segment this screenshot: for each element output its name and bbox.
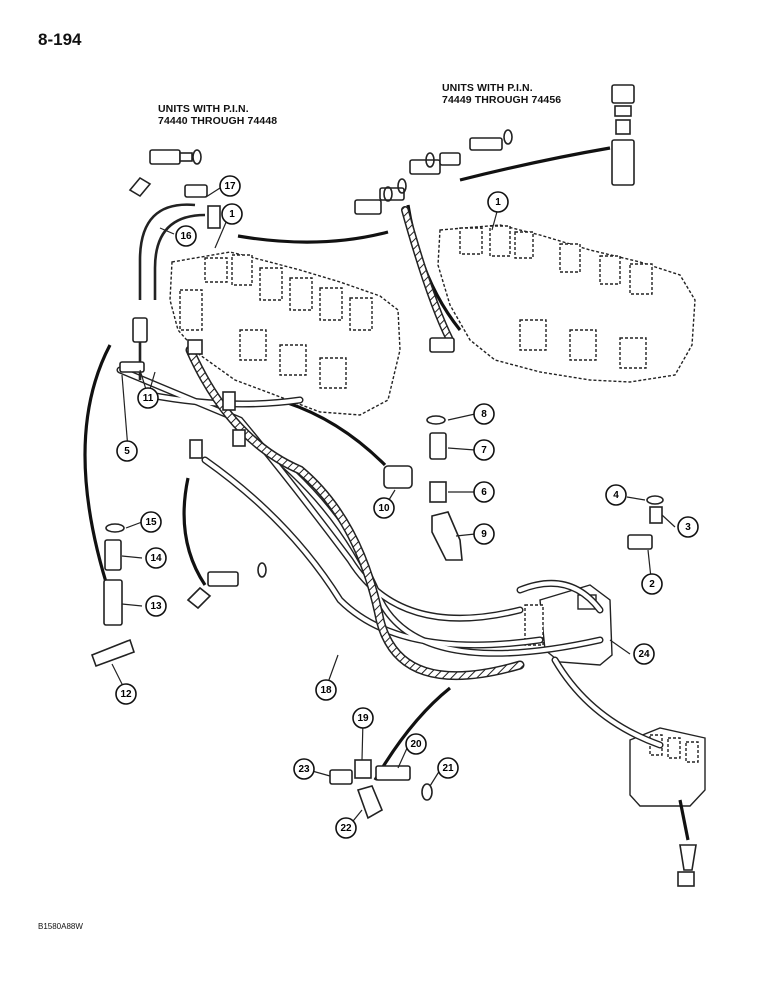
callout-number: 14 (150, 553, 162, 564)
o-rings (105, 152, 664, 801)
callout-13: 13 (145, 595, 167, 617)
callout-8: 8 (473, 403, 495, 425)
callout-22: 22 (335, 817, 357, 839)
callout-circle (437, 757, 459, 779)
callout-number: 4 (613, 490, 619, 501)
callout-number: 8 (481, 409, 487, 420)
callout-circle (140, 511, 162, 533)
callout-number: 2 (649, 579, 655, 590)
callout-7: 7 (473, 439, 495, 461)
callout-24: 24 (633, 643, 655, 665)
callout-circle (473, 481, 495, 503)
callout-number: 1 (229, 209, 235, 220)
callout-circle (145, 547, 167, 569)
callout-20: 20 (405, 733, 427, 755)
units-label-right-line1: UNITS WITH P.I.N. (442, 82, 533, 94)
callout-17: 17 (219, 175, 241, 197)
callout-5: 5 (116, 440, 138, 462)
callout-circle (115, 683, 137, 705)
callout-number: 19 (357, 713, 369, 724)
callout-number: 10 (378, 503, 390, 514)
callout-number: 5 (124, 446, 130, 457)
drawing-code: B1580A88W (38, 922, 83, 931)
callout-number: 12 (120, 689, 132, 700)
callout-1: 1 (487, 191, 509, 213)
callout-circle (335, 817, 357, 839)
callout-18: 18 (315, 679, 337, 701)
callout-circle (473, 523, 495, 545)
callout-number: 3 (685, 522, 691, 533)
callout-number: 18 (320, 685, 332, 696)
callout-circle (293, 758, 315, 780)
callout-circle (221, 203, 243, 225)
callout-9: 9 (473, 523, 495, 545)
callout-10: 10 (373, 497, 395, 519)
callout-number: 17 (224, 181, 236, 192)
callout-11: 11 (137, 387, 159, 409)
callout-number: 7 (481, 445, 487, 456)
callout-number: 9 (481, 529, 487, 540)
callout-circle (373, 497, 395, 519)
callout-number: 13 (150, 601, 162, 612)
callout-number: 1 (495, 197, 501, 208)
callout-6: 6 (473, 481, 495, 503)
callout-circle (137, 387, 159, 409)
control-valve-right (437, 224, 696, 383)
callout-number: 11 (143, 393, 154, 404)
callout-2: 2 (641, 573, 663, 595)
callout-14: 14 (145, 547, 167, 569)
units-label-left-line1: UNITS WITH P.I.N. (158, 103, 249, 115)
callout-number: 20 (410, 739, 422, 750)
callout-number: 6 (481, 487, 487, 498)
callout-number: 23 (298, 764, 310, 775)
callout-circle (315, 679, 337, 701)
valve-block-lower-right (629, 727, 706, 807)
callout-circle (145, 595, 167, 617)
callout-circle (473, 439, 495, 461)
callout-4: 4 (605, 484, 627, 506)
callout-circle (352, 707, 374, 729)
callout-number: 21 (442, 763, 454, 774)
callout-circle (605, 484, 627, 506)
units-label-right: UNITS WITH P.I.N. 74449 THROUGH 74456 (442, 82, 561, 106)
callout-number: 24 (638, 649, 650, 660)
callout-circle (219, 175, 241, 197)
units-label-left-line2: 74440 THROUGH 74448 (158, 115, 278, 127)
callout-circle (487, 191, 509, 213)
callout-23: 23 (293, 758, 315, 780)
braided-hose (185, 206, 525, 681)
callout-16: 16 (175, 225, 197, 247)
callout-circle (677, 516, 699, 538)
callout-circle (633, 643, 655, 665)
units-label-left: UNITS WITH P.I.N. 74440 THROUGH 74448 (158, 103, 277, 127)
hoses (116, 366, 664, 749)
callout-21: 21 (437, 757, 459, 779)
callout-3: 3 (677, 516, 699, 538)
callout-19: 19 (352, 707, 374, 729)
callout-circle (175, 225, 197, 247)
control-valve-left (169, 251, 401, 416)
callout-15: 15 (140, 511, 162, 533)
callout-circle (641, 573, 663, 595)
callout-circle (405, 733, 427, 755)
callout-circle (116, 440, 138, 462)
callout-number: 16 (180, 231, 192, 242)
page-number: 8-194 (38, 30, 82, 49)
callout-number: 22 (340, 823, 352, 834)
callout-1: 1 (221, 203, 243, 225)
fittings (90, 84, 697, 887)
callout-12: 12 (115, 683, 137, 705)
callout-circle (473, 403, 495, 425)
callout-number: 15 (145, 517, 157, 528)
units-label-right-line2: 74449 THROUGH 74456 (442, 94, 562, 106)
